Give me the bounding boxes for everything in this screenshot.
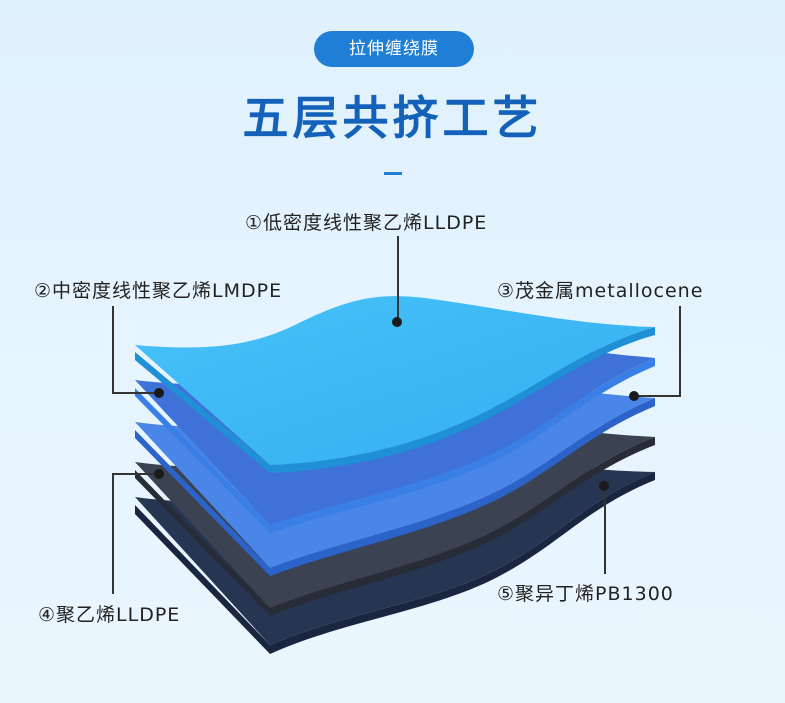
layer-3-leader-line [679, 306, 681, 396]
layer-4-marker: ④ [38, 604, 57, 626]
layer-5-label: ⑤聚异丁烯PB1300 [497, 579, 674, 606]
layer-4-marker-dot [154, 469, 164, 479]
layer-3-marker: ③ [497, 280, 516, 302]
layer-4-label: ④聚乙烯LLDPE [38, 600, 180, 627]
layer-3-name: 茂金属metallocene [515, 280, 704, 302]
layer-4-name: 聚乙烯LLDPE [56, 604, 181, 626]
layer-4-leader-line [112, 473, 158, 475]
layer-5-marker-dot [599, 481, 609, 491]
layer-2-label: ②中密度线性聚乙烯LMDPE [34, 276, 282, 303]
layer-4-leader-line [112, 474, 114, 594]
layer-2-name: 中密度线性聚乙烯LMDPE [52, 280, 283, 302]
layer-3-marker-dot [629, 391, 639, 401]
layer-2-leader-line [112, 392, 158, 394]
layer-5-leader-line [604, 488, 606, 574]
layer-5-marker: ⑤ [497, 583, 516, 605]
layer-1-sheet [135, 296, 655, 473]
layer-1-leader-line [397, 236, 399, 322]
layer-3-leader-line [636, 395, 681, 397]
layer-3-label: ③茂金属metallocene [497, 276, 703, 303]
title-divider [384, 172, 402, 175]
layer-2-leader-line [112, 306, 114, 393]
layer-1-marker: ① [245, 212, 264, 234]
layer-2-marker: ② [34, 280, 53, 302]
layer-1-marker-dot [392, 317, 402, 327]
layer-1-name: 低密度线性聚乙烯LLDPE [263, 212, 488, 234]
layer-5-name: 聚异丁烯PB1300 [515, 583, 674, 605]
product-badge: 拉伸缠绕膜 [314, 31, 474, 67]
layer-2-marker-dot [154, 388, 164, 398]
page-title: 五层共挤工艺 [242, 91, 543, 145]
layer-1-label: ①低密度线性聚乙烯LLDPE [245, 208, 487, 235]
